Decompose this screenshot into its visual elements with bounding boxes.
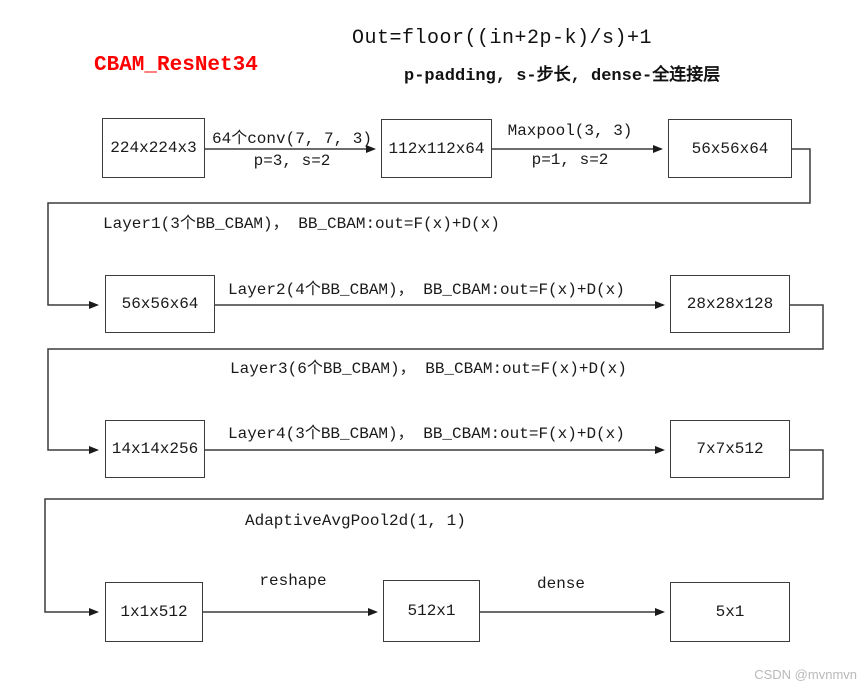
node-label: 512x1 (407, 602, 456, 620)
node-label: 5x1 (715, 603, 745, 621)
output-size-formula: Out=floor((in+2p-k)/s)+1 (352, 27, 653, 50)
edge-label-conv1-params: p=3, s=2 (253, 152, 331, 170)
connector-layer3-wrap (47, 304, 824, 454)
edge-label-maxpool: Maxpool(3, 3) (507, 122, 633, 140)
edge-label-conv1: 64个conv(7, 7, 3) (211, 130, 373, 148)
edge-label-layer4: Layer4(3个BB_CBAM)， BB_CBAM:out=F(x)+D(x) (228, 425, 625, 443)
edge-label-layer1: Layer1(3个BB_CBAM)， BB_CBAM:out=F(x)+D(x) (103, 215, 500, 233)
node-reshape-out-512x1: 512x1 (383, 580, 480, 642)
connector-layer1-wrap (47, 148, 811, 309)
node-input-224x224x3: 224x224x3 (102, 118, 205, 178)
node-conv1-out-112x112x64: 112x112x64 (381, 119, 492, 178)
node-layer1-out-56x56x64: 56x56x64 (105, 275, 215, 333)
node-label: 28x28x128 (686, 295, 774, 313)
edge-label-layer3: Layer3(6个BB_CBAM)， BB_CBAM:out=F(x)+D(x) (230, 360, 627, 378)
node-label: 14x14x256 (111, 440, 199, 458)
abbreviation-legend: p-padding, s-步长, dense-全连接层 (404, 67, 721, 86)
edge-label-maxpool-params: p=1, s=2 (531, 151, 609, 169)
edge-label-reshape: reshape (259, 572, 327, 590)
node-label: 1x1x512 (120, 603, 188, 621)
node-layer4-out-7x7x512: 7x7x512 (670, 420, 790, 478)
connector-avgpool-wrap (44, 449, 824, 616)
node-label: 224x224x3 (110, 139, 197, 157)
node-label: 7x7x512 (696, 440, 764, 458)
node-dense-out-5x1: 5x1 (670, 582, 790, 642)
node-label: 56x56x64 (691, 139, 769, 158)
node-label: 56x56x64 (121, 295, 199, 313)
edge-label-dense: dense (536, 575, 586, 593)
node-maxpool-out-56x56x64: 56x56x64 (668, 119, 792, 178)
edge-label-avgpool: AdaptiveAvgPool2d(1, 1) (245, 512, 466, 530)
node-avgpool-out-1x1x512: 1x1x512 (105, 582, 203, 642)
node-layer3-out-14x14x256: 14x14x256 (105, 420, 205, 478)
csdn-watermark: CSDN @mvnmvn (754, 667, 857, 682)
node-layer2-out-28x28x128: 28x28x128 (670, 275, 790, 333)
model-title: CBAM_ResNet34 (94, 54, 258, 77)
node-label: 112x112x64 (388, 139, 485, 158)
edge-label-layer2: Layer2(4个BB_CBAM)， BB_CBAM:out=F(x)+D(x) (228, 281, 625, 299)
